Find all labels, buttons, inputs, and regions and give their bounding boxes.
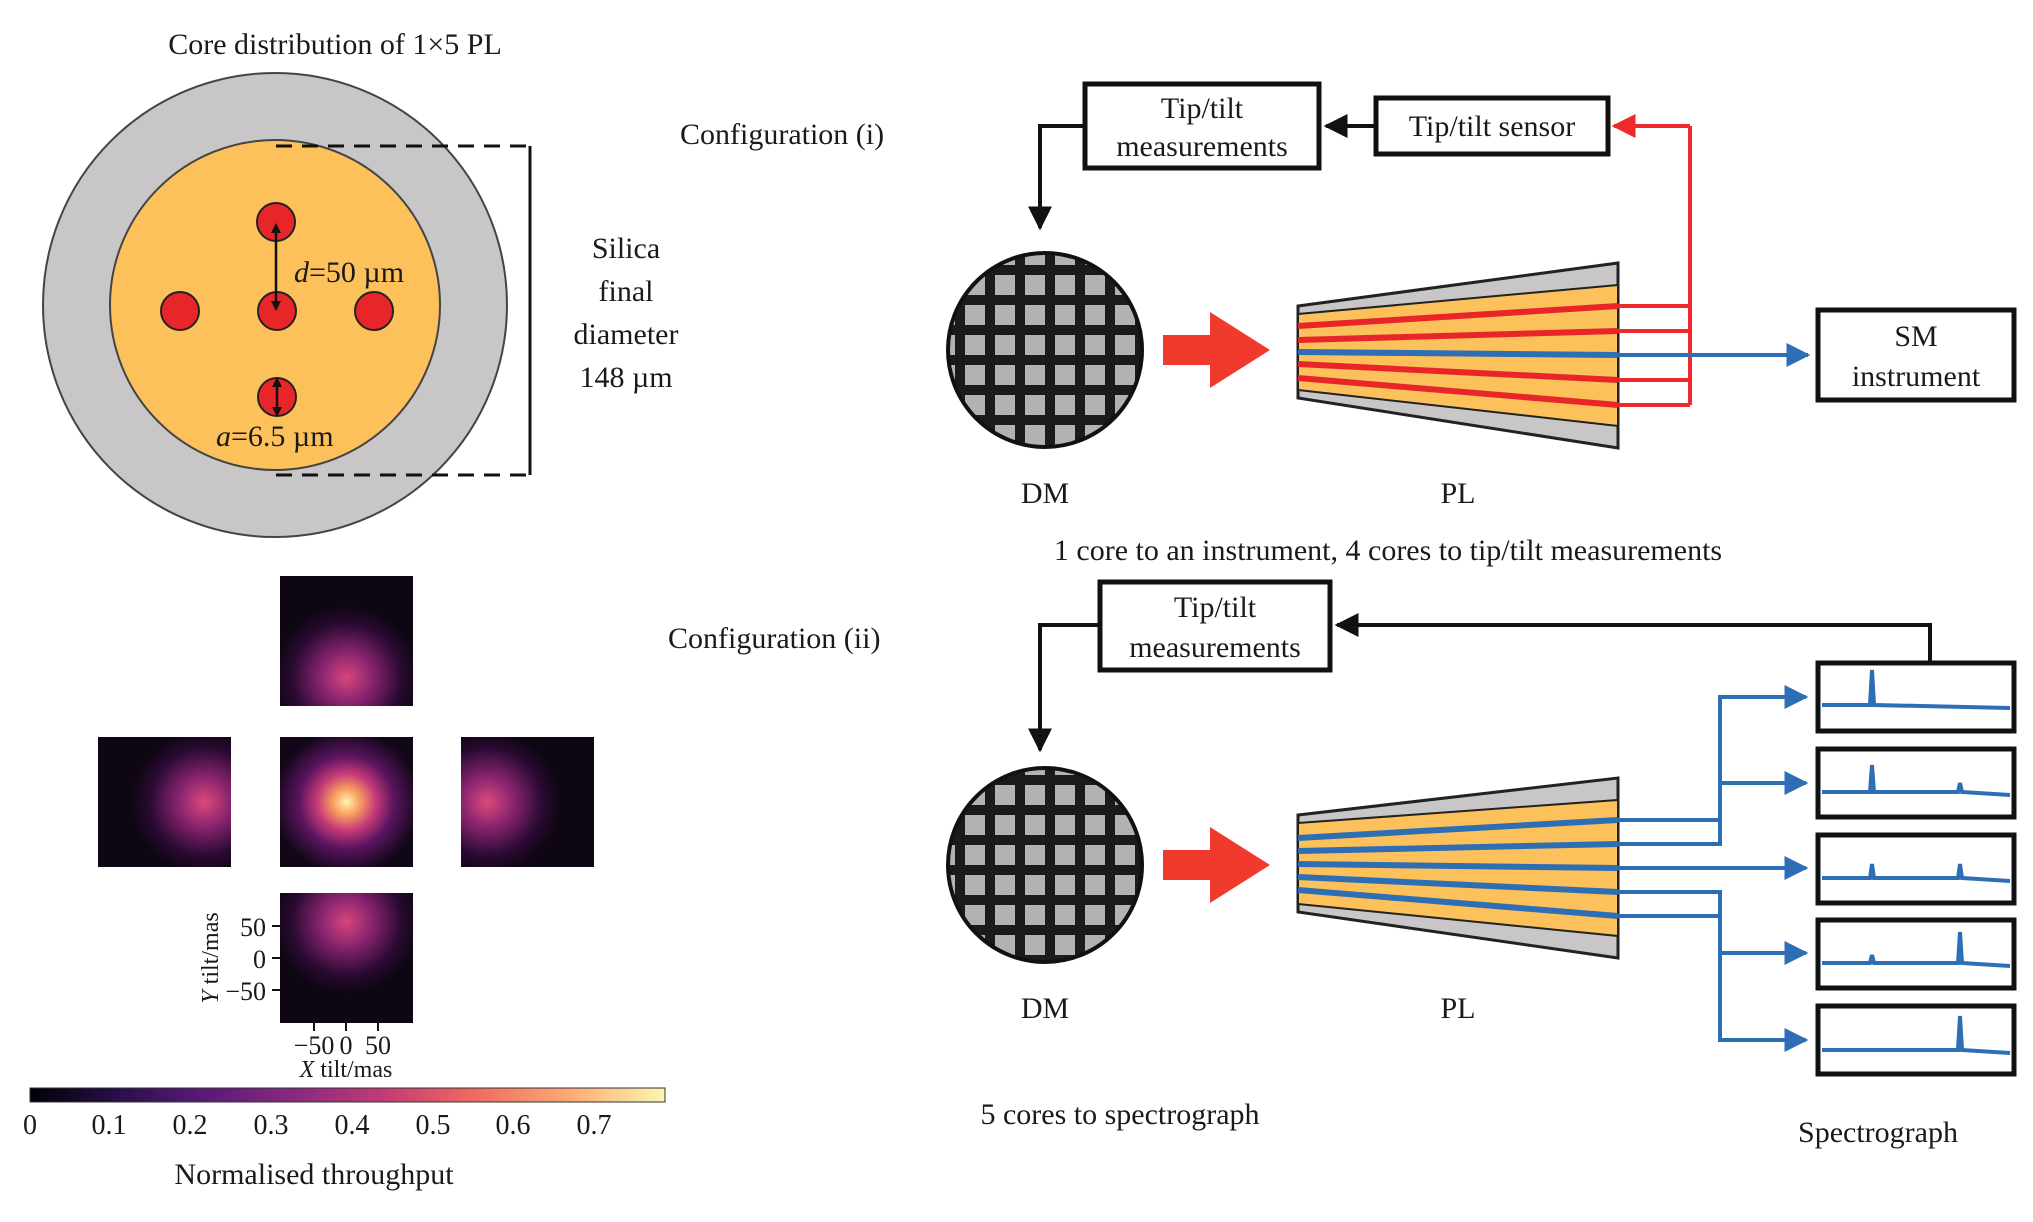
svg-text:Silica: Silica xyxy=(592,232,660,265)
config-ii-dm-label: DM xyxy=(1021,992,1069,1025)
x-axis-label: X tilt/mas xyxy=(299,1057,393,1083)
y-axis-ticks: 50 0 −50 xyxy=(225,913,280,1006)
svg-text:instrument: instrument xyxy=(1852,360,1981,393)
x-tick-label: 0 xyxy=(340,1031,353,1060)
svg-text:final: final xyxy=(599,275,654,308)
config-i-pl-label: PL xyxy=(1440,477,1475,510)
config-i-sm-instrument-box: SM instrument xyxy=(1815,307,2017,403)
x-tick-label: 50 xyxy=(365,1031,391,1060)
spectrum-panel-5 xyxy=(1815,1003,2017,1077)
throughput-map-bottom xyxy=(280,893,413,1023)
svg-text:measurements: measurements xyxy=(1116,130,1288,163)
svg-text:Tip/tilt sensor: Tip/tilt sensor xyxy=(1409,110,1575,143)
config-i-caption: 1 core to an instrument, 4 cores to tip/… xyxy=(1054,534,1722,567)
throughput-map-right xyxy=(461,737,594,867)
svg-text:Tip/tilt: Tip/tilt xyxy=(1161,92,1244,125)
config-i-feedback-lines xyxy=(1611,114,1692,407)
spacing-label: d=50 µm xyxy=(294,256,404,289)
config-ii-pl-label: PL xyxy=(1440,992,1475,1025)
spectrum-panel-2 xyxy=(1815,746,2017,820)
core-right xyxy=(354,291,394,331)
photonic-lantern-cross-section xyxy=(42,72,508,538)
y-tick-label: 50 xyxy=(240,913,266,942)
svg-text:0.7: 0.7 xyxy=(577,1110,612,1141)
silica-diameter-label: Silica final diameter 148 µm xyxy=(574,232,679,394)
core-distribution-title: Core distribution of 1×5 PL xyxy=(168,28,502,61)
y-axis-label: Y tilt/mas xyxy=(198,912,224,1003)
core-left xyxy=(160,291,200,331)
svg-text:148 µm: 148 µm xyxy=(579,361,672,394)
config-ii-deformable-mirror xyxy=(946,766,1144,964)
y-tick-label: 0 xyxy=(253,945,266,974)
svg-text:0.5: 0.5 xyxy=(416,1110,451,1141)
config-i-deformable-mirror xyxy=(946,251,1144,449)
throughput-maps xyxy=(98,576,594,1023)
svg-text:0.4: 0.4 xyxy=(335,1110,370,1141)
spectrum-panel-4 xyxy=(1815,917,2017,991)
svg-text:0.1: 0.1 xyxy=(92,1110,127,1141)
spectrum-panel-1 xyxy=(1815,660,2017,734)
spectrum-panel-3 xyxy=(1815,832,2017,906)
colorbar-ticks: 0 0.1 0.2 0.3 0.4 0.5 0.6 0.7 xyxy=(23,1110,612,1141)
config-i-photonic-lantern xyxy=(1296,261,1620,450)
config-ii-light-arrow xyxy=(1163,827,1270,903)
svg-text:SM: SM xyxy=(1894,320,1937,353)
colorbar xyxy=(29,1087,666,1103)
svg-text:Tip/tilt: Tip/tilt xyxy=(1174,591,1257,624)
spectrograph-to-measurements-arrow xyxy=(1334,613,1932,665)
config-i-tiptilt-sensor-box: Tip/tilt sensor xyxy=(1373,95,1611,157)
x-axis-ticks: −50 0 50 xyxy=(294,1023,391,1060)
y-tick-label: −50 xyxy=(225,977,266,1006)
config-i-dm-label: DM xyxy=(1021,477,1069,510)
throughput-map-center xyxy=(280,737,413,867)
svg-text:diameter: diameter xyxy=(574,318,679,351)
config-i-measurements-to-dm-arrow xyxy=(1028,124,1085,231)
svg-text:0: 0 xyxy=(23,1110,37,1141)
config-ii-photonic-lantern xyxy=(1296,776,1620,960)
svg-text:0.3: 0.3 xyxy=(254,1110,289,1141)
throughput-map-top xyxy=(280,576,413,706)
spectrograph-panels xyxy=(1815,660,2017,1077)
config-ii-tiptilt-measurements-box: Tip/tilt measurements xyxy=(1097,579,1333,673)
colorbar-label: Normalised throughput xyxy=(174,1158,454,1191)
config-ii-caption: 5 cores to spectrograph xyxy=(980,1098,1259,1131)
config-ii-measurements-to-dm-arrow xyxy=(1028,623,1100,753)
config-i-tiptilt-measurements-box: Tip/tilt measurements xyxy=(1082,81,1322,171)
throughput-map-left xyxy=(98,737,231,867)
x-tick-label: −50 xyxy=(294,1031,335,1060)
config-ii-fibre-routing xyxy=(1618,685,1809,1052)
svg-text:0.2: 0.2 xyxy=(173,1110,208,1141)
config-ii-label: Configuration (ii) xyxy=(668,622,880,655)
core-size-label: a=6.5 µm xyxy=(216,420,334,453)
spectrograph-label: Spectrograph xyxy=(1798,1116,1958,1149)
svg-text:measurements: measurements xyxy=(1129,631,1301,664)
config-i-light-arrow xyxy=(1163,312,1270,388)
svg-text:0.6: 0.6 xyxy=(496,1110,531,1141)
config-i-label: Configuration (i) xyxy=(680,118,884,151)
